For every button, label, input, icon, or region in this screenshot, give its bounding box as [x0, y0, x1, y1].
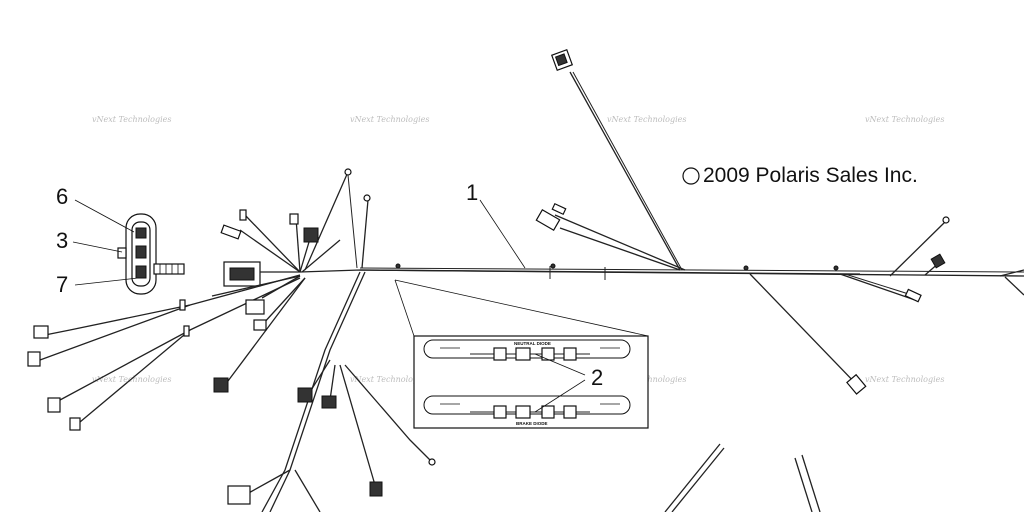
copyright-text: 2009 Polaris Sales Inc.	[703, 164, 918, 187]
watermark-6: vNext Technologies	[350, 375, 429, 384]
callout-6: 6	[56, 184, 68, 209]
switch-detail	[117, 213, 185, 295]
callout-2: 2	[591, 365, 603, 390]
watermark-3: vNext Technologies	[607, 115, 686, 124]
inset-top-label: NEUTRAL DIODE	[514, 341, 551, 346]
callout-7: 7	[56, 272, 68, 297]
left-connector-cluster	[220, 168, 371, 287]
main-harness-trunk	[299, 263, 1024, 280]
watermark-4: vNext Technologies	[865, 115, 944, 124]
upper-branch	[550, 48, 683, 271]
callout-1: 1	[466, 180, 478, 205]
lower-left-branches	[27, 274, 306, 431]
callout-leaders	[72, 199, 526, 286]
right-branches	[749, 216, 1024, 395]
inset-bottom-label: BRAKE DIODE	[516, 421, 548, 426]
watermark-8: vNext Technologies	[865, 375, 944, 384]
diode-inset: NEUTRAL DIODE BRAKE DIODE	[394, 279, 649, 429]
bottom-partial-parts	[664, 443, 821, 512]
watermark-1: vNext Technologies	[92, 115, 171, 124]
copyright-icon	[682, 167, 700, 185]
upper-mid-branch	[535, 202, 686, 271]
lower-trunk	[227, 271, 436, 512]
callout-3: 3	[56, 228, 68, 253]
watermark-2: vNext Technologies	[350, 115, 429, 124]
